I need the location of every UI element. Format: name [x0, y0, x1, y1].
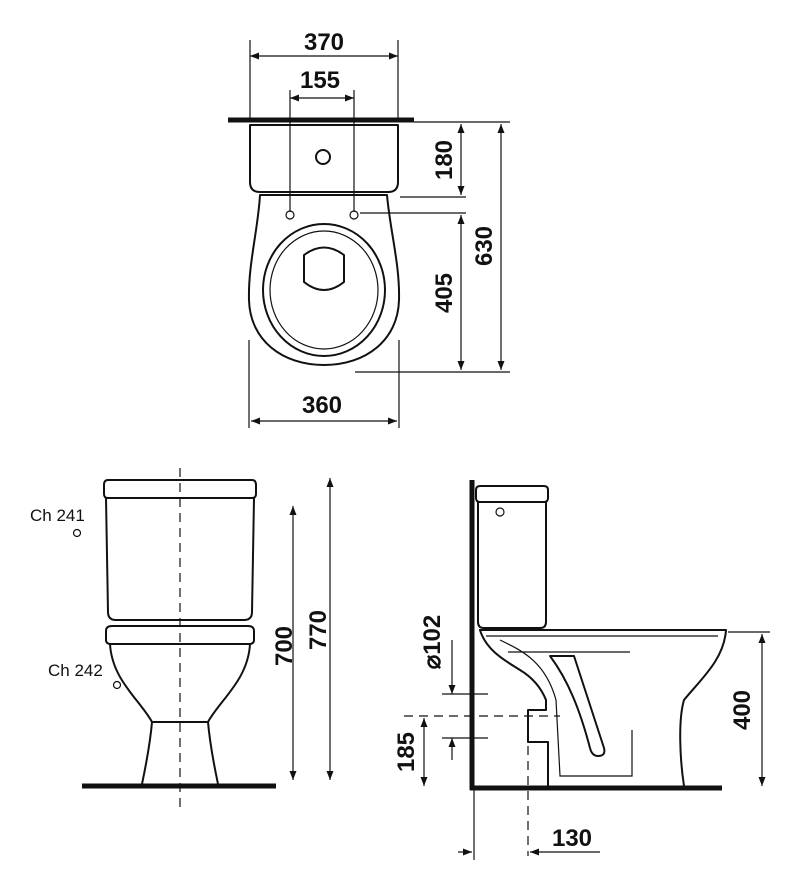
front-view: Ch 241 Ch 242 700 770: [30, 468, 334, 812]
side-flush-button-icon: [495, 507, 505, 517]
fixing-hole-left-icon: [285, 210, 295, 220]
top-cistern-outline: [249, 124, 399, 193]
dim-cistern-depth: 180: [431, 140, 458, 180]
side-cistern-lid: [475, 485, 549, 503]
side-cistern-body: [477, 501, 547, 629]
top-bowl-inner-rim: [269, 230, 379, 350]
top-bowl-outlet: [303, 246, 345, 291]
dim-outlet-height: 185: [393, 732, 420, 772]
dim-outlet-offset: 130: [552, 825, 592, 852]
flush-button-icon: [315, 149, 331, 165]
side-view: ⌀102 185 400 130: [393, 480, 770, 860]
front-cistern-body: [105, 497, 255, 621]
dim-fixing-spacing: 155: [300, 67, 340, 94]
top-bowl-rim: [262, 223, 386, 357]
side-trap-inner: [549, 655, 606, 757]
label-bowl-code: Ch 242: [48, 661, 103, 680]
fixing-hole-right-icon: [349, 210, 359, 220]
top-view: 370 155 180 405 630 360: [228, 29, 510, 428]
label-cistern-code: Ch 241: [30, 506, 85, 525]
side-outlet-horn: [479, 629, 549, 787]
dim-total-depth: 630: [471, 226, 498, 266]
dim-height-bowl-cistern: 700: [271, 626, 298, 666]
dim-bowl-width: 360: [302, 392, 342, 419]
side-trap-outer: [499, 639, 633, 777]
dim-seat-height: 400: [729, 690, 756, 730]
bowl-pointer-icon: [112, 680, 122, 690]
side-bowl-front: [479, 629, 727, 787]
dim-bowl-depth: 405: [431, 273, 458, 313]
front-pedestal: [141, 721, 219, 785]
cistern-pointer-icon: [72, 528, 82, 538]
dim-width-cistern: 370: [304, 29, 344, 56]
dim-outlet-diameter: ⌀102: [419, 615, 446, 670]
top-bowl-outline: [247, 194, 401, 366]
dim-total-height: 770: [305, 610, 332, 650]
